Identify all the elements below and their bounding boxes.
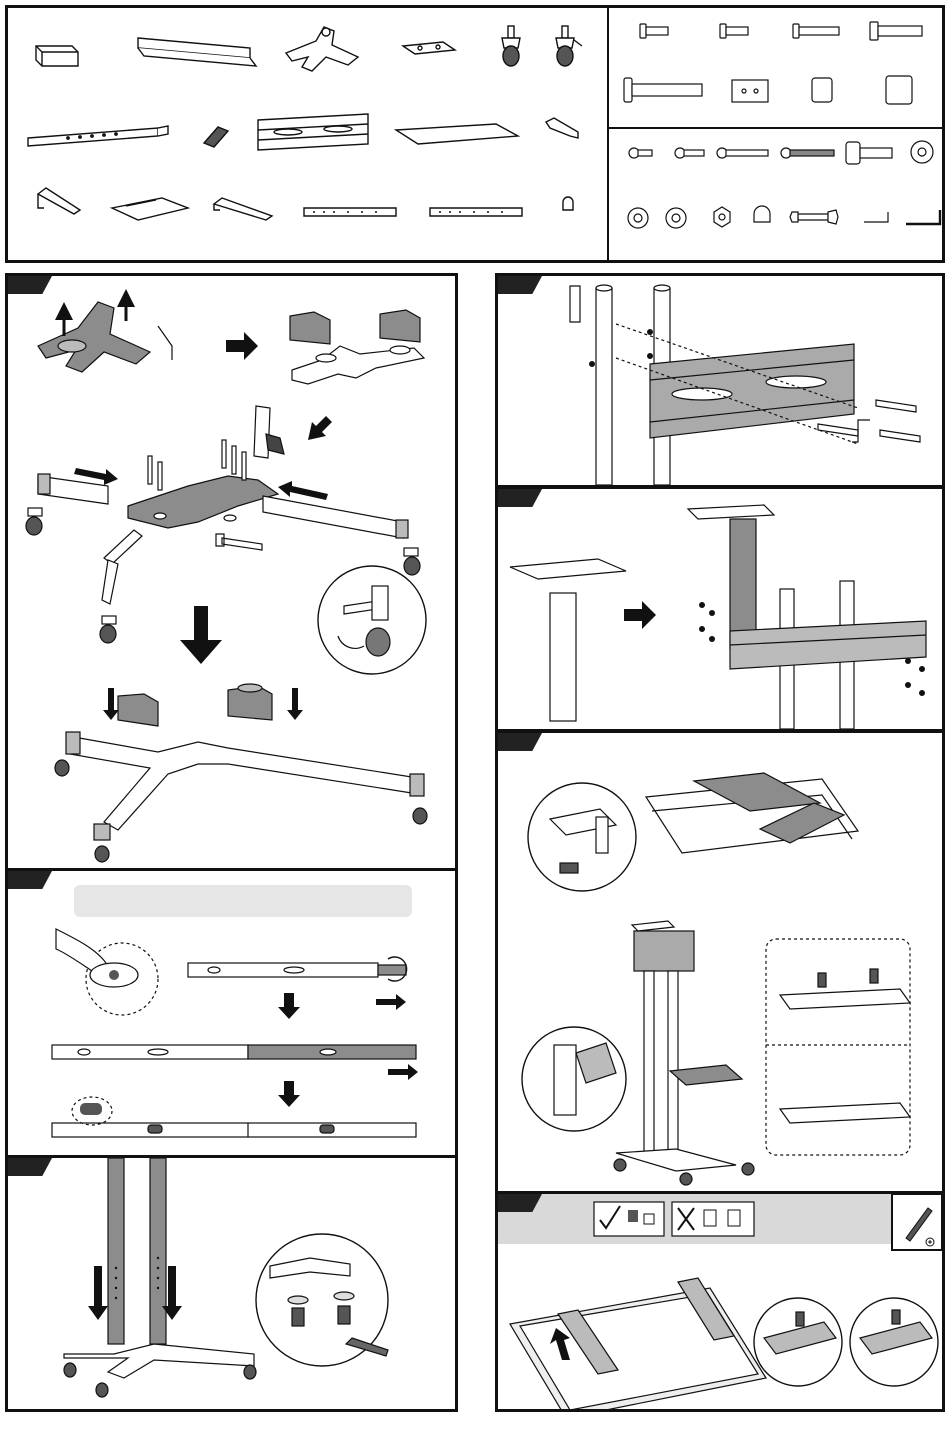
short-tube-part [36, 46, 78, 66]
spanner-wrench-part [790, 210, 838, 224]
upright-pole-part [28, 126, 168, 146]
step-7-drawing [498, 1194, 942, 1409]
down-arrow-icon [180, 606, 222, 664]
washer-large-part [911, 141, 933, 163]
next-arrow-icon [226, 332, 258, 360]
step-4-drawing [498, 276, 942, 485]
step-2-column-extension-panel [5, 868, 458, 1158]
socket-cap-bolt-part [846, 142, 892, 164]
camera-arm-part [214, 198, 272, 220]
tray-part [396, 124, 518, 144]
bolt-long-part [624, 78, 702, 102]
step-3-drawing [8, 1158, 455, 1409]
bolt-m6-medium-part [720, 24, 748, 38]
step-1-drawing [8, 276, 455, 868]
hex-key-small-part [864, 212, 888, 222]
step-2-drawing [8, 871, 455, 1155]
parts-list-drawing [8, 8, 942, 260]
caster-part [502, 26, 520, 66]
long-tube-part [138, 38, 256, 66]
tv-bracket-left-part [304, 208, 396, 216]
shelf-detail-box [766, 939, 910, 1155]
spacer-small-part [812, 78, 832, 102]
lock-nut-part [714, 207, 730, 227]
step-6-drawing [498, 733, 942, 1191]
screwdriver-box [892, 1194, 942, 1250]
bolt-m8-long-part [870, 22, 922, 40]
spacer-block-part [732, 80, 768, 102]
step-4-mount-plate-panel [495, 273, 945, 488]
screw-small-part [629, 148, 652, 158]
hook-detail-circle [528, 783, 636, 891]
bolt-m5-long-part [781, 148, 834, 158]
step-5-drawing [498, 489, 942, 729]
small-bracket-part [546, 118, 578, 138]
hex-key-large-part [906, 210, 940, 224]
tv-bracket-right-part [430, 208, 522, 216]
base-center-part [286, 27, 358, 71]
shelf-bracket-part [38, 188, 80, 214]
step-1-base-assembly-panel [5, 273, 458, 871]
cable-clip-part [204, 127, 228, 147]
bolt-m8-part [793, 24, 839, 38]
mount-plate-part [258, 114, 368, 150]
screw-phillips-part [675, 148, 704, 158]
parts-list-panel [5, 5, 945, 263]
wrench-icon [216, 534, 262, 550]
bolt-m6-short-part [640, 24, 668, 38]
washer-a-part [628, 208, 648, 228]
step-3-column-install-panel [5, 1155, 458, 1412]
step-5-tray-panel [495, 486, 945, 732]
next-arrow-icon [624, 601, 656, 629]
caster-lock-part [556, 26, 582, 66]
spacer-large-part [886, 76, 912, 104]
step-7-tv-brackets-panel [495, 1191, 945, 1412]
cap-nut-part [754, 206, 770, 222]
flat-plate-part [403, 42, 455, 54]
bolt-m5-part [717, 148, 768, 158]
step-6-shelf-panel [495, 730, 945, 1194]
end-cap-part [563, 197, 573, 210]
washer-b-part [666, 208, 686, 228]
base-center-gray [38, 302, 150, 372]
shelf-plate-part [112, 198, 188, 220]
